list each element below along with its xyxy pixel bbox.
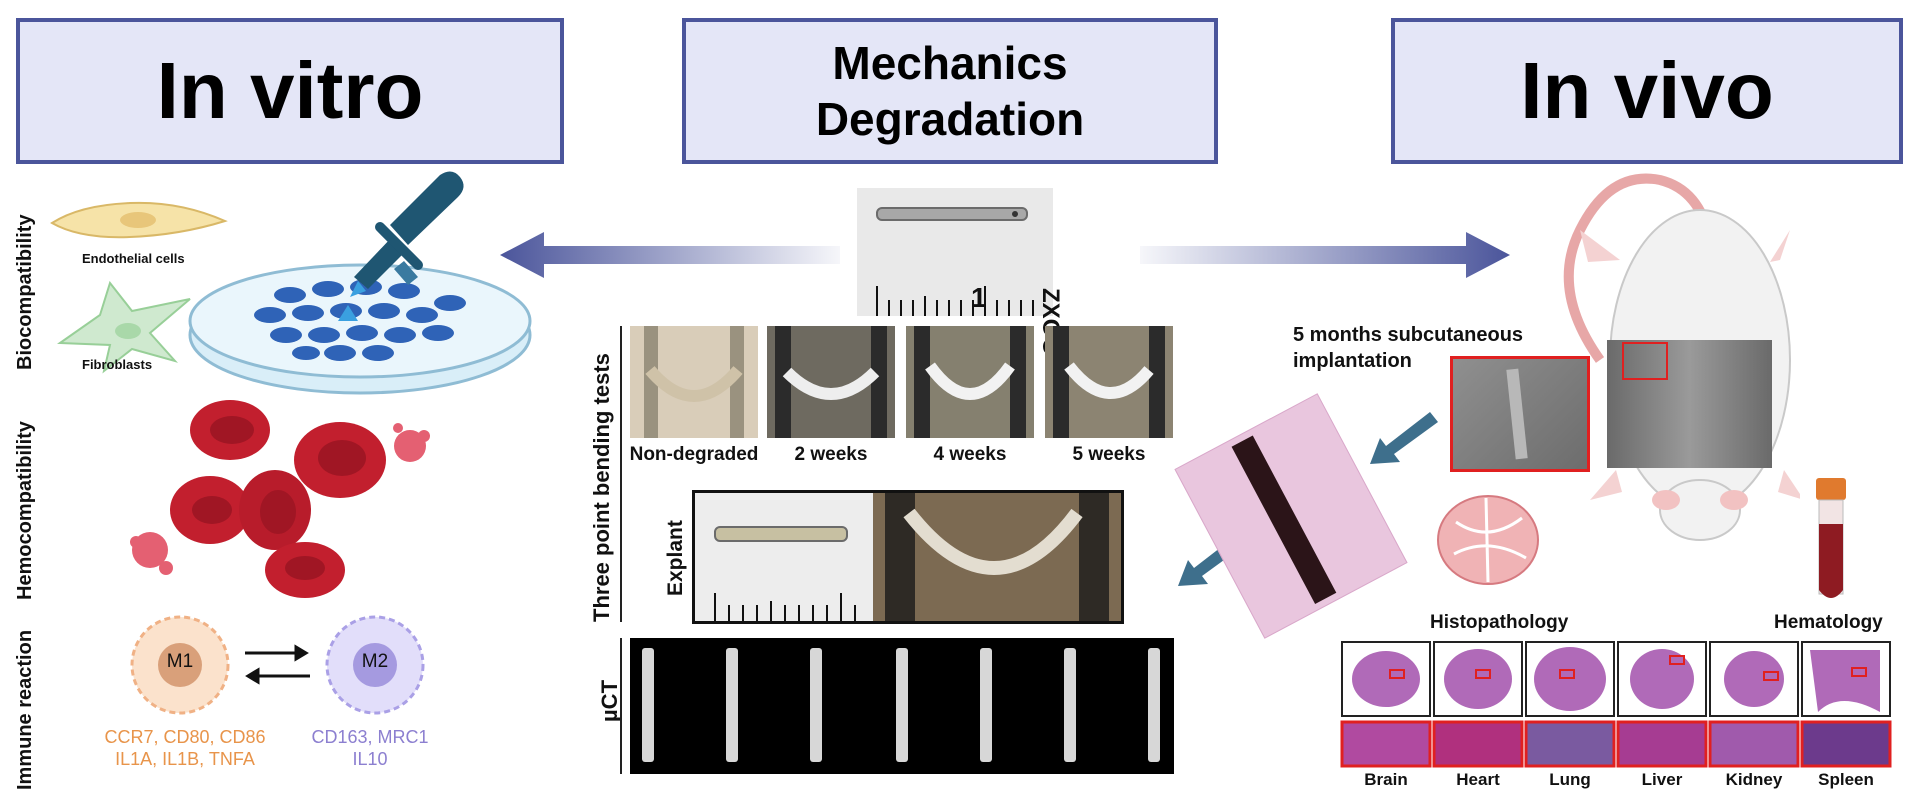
m1-markers-line1: CCR7, CD80, CD86 xyxy=(104,727,266,747)
hematology-label: Hematology xyxy=(1774,612,1883,633)
rat-tail-icon xyxy=(1563,173,1715,363)
m2-markers-line2: IL10 xyxy=(352,749,388,769)
implantation-line2: implantation xyxy=(1293,350,1412,372)
endothelial-cells-label: Endothelial cells xyxy=(82,251,185,266)
explant-panel xyxy=(692,490,1124,624)
exchange-arrows-icon xyxy=(245,644,310,685)
tissue-icon xyxy=(1437,495,1539,585)
uct-bracket xyxy=(620,638,622,774)
bending-photo-4-weeks xyxy=(906,326,1034,438)
degradation-title: Degradation xyxy=(815,93,1085,145)
fibroblast-cell-icon xyxy=(56,280,191,374)
in-vitro-title: In vitro xyxy=(156,46,424,135)
petri-dish-icon xyxy=(188,263,532,395)
organ-label-spleen: Spleen xyxy=(1818,770,1874,789)
organ-label-liver: Liver xyxy=(1641,770,1683,789)
immune-reaction-label: Immune reaction xyxy=(14,629,36,790)
mechanics-header: Mechanics Degradation xyxy=(682,18,1218,164)
m2-markers-line1: CD163, MRC1 xyxy=(311,727,429,747)
hemocompatibility-label: Hemocompatibility xyxy=(14,421,36,600)
arrow-to-in-vivo xyxy=(1140,232,1510,278)
xray-image xyxy=(1607,340,1772,468)
stage-label-non-degraded: Non-degraded xyxy=(629,444,759,465)
macrophages-illustration xyxy=(130,615,425,715)
in-vivo-title: In vivo xyxy=(1520,46,1774,135)
bending-tests-label: Three point bending tests xyxy=(589,353,614,622)
mechanics-title: Mechanics xyxy=(832,37,1068,89)
blood-tube-icon xyxy=(1816,478,1846,598)
xray-roi-box xyxy=(1622,342,1668,380)
implantation-text: 5 months subcutaneous implantation xyxy=(1293,322,1523,374)
stage-label-2-weeks: 2 weeks xyxy=(794,444,868,465)
organ-label-kidney: Kidney xyxy=(1725,770,1783,789)
biocompatibility-illustration xyxy=(50,171,532,395)
biocompatibility-label: Biocompatibility xyxy=(14,214,36,370)
implant-photo: 1 xyxy=(857,188,1053,316)
organ-label-lung: Lung xyxy=(1549,770,1591,789)
m2-markers: CD163, MRC1 IL10 xyxy=(290,726,450,770)
arrow-to-in-vitro xyxy=(500,232,840,278)
dropper-icon xyxy=(338,171,464,321)
m2-macrophage-icon xyxy=(325,615,425,715)
organ-label-heart: Heart xyxy=(1456,770,1500,789)
m1-markers-line2: IL1A, IL1B, TNFA xyxy=(115,749,255,769)
in-vivo-header: In vivo xyxy=(1391,18,1903,164)
m1-label: M1 xyxy=(166,651,194,672)
bending-photo-2-weeks xyxy=(767,326,895,438)
xray-zoom-inset xyxy=(1450,356,1590,472)
teal-arrow-upper xyxy=(1370,412,1438,464)
in-vitro-header: In vitro xyxy=(16,18,564,164)
organ-histology-grid xyxy=(1340,641,1892,768)
red-blood-cell-icon xyxy=(170,400,386,598)
uct-panel xyxy=(630,638,1174,774)
m2-label: M2 xyxy=(361,651,389,672)
rbc-burst-icon xyxy=(130,423,430,575)
explant-label: Explant xyxy=(664,520,687,596)
m1-macrophage-icon xyxy=(130,615,230,715)
stage-label-5-weeks: 5 weeks xyxy=(1072,444,1146,465)
m1-markers: CCR7, CD80, CD86 IL1A, IL1B, TNFA xyxy=(70,726,300,770)
bending-photo-non-degraded xyxy=(630,326,758,438)
implantation-line1: 5 months subcutaneous xyxy=(1293,324,1524,346)
bending-bracket xyxy=(620,326,622,622)
bending-photo-5-weeks xyxy=(1045,326,1173,438)
stage-label-4-weeks: 4 weeks xyxy=(933,444,1007,465)
organ-label-brain: Brain xyxy=(1364,770,1408,789)
fibroblasts-label: Fibroblasts xyxy=(82,357,153,372)
red-blood-cells-illustration xyxy=(130,400,430,598)
endothelial-cell-icon xyxy=(50,201,228,239)
ruler-mark: 1 xyxy=(971,282,987,313)
histopathology-label: Histopathology xyxy=(1430,612,1569,633)
